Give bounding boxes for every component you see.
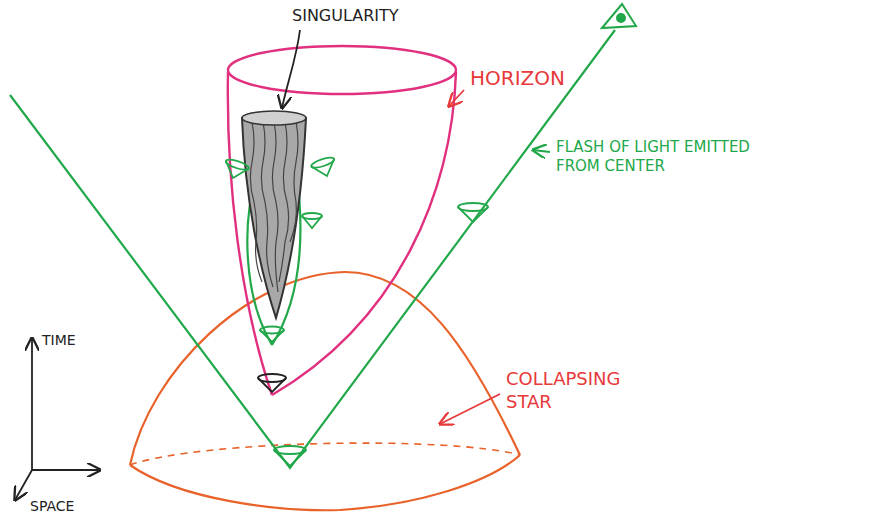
singularity — [242, 111, 306, 318]
text-label: TIME — [42, 332, 76, 350]
axes — [15, 338, 100, 500]
event-horizon — [228, 46, 456, 395]
text-label: SPACE — [30, 498, 74, 516]
observer-eye — [602, 4, 636, 28]
collapsing-star — [130, 272, 520, 510]
text-label: HORIZON — [470, 66, 565, 91]
text-label: COLLAPSING STAR — [506, 368, 636, 413]
text-label: FLASH OF LIGHT EMITTED FROM CENTER — [556, 138, 756, 176]
text-label: SINGULARITY — [292, 6, 399, 26]
